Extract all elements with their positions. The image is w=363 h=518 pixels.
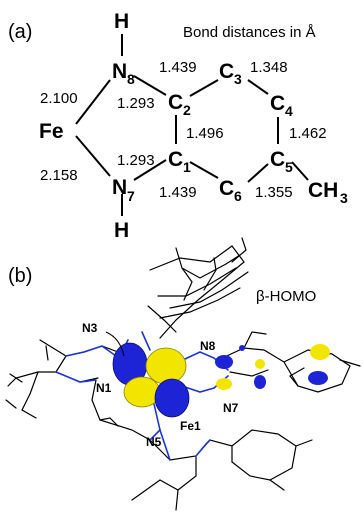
- bond-c5-ch3: [291, 161, 309, 181]
- svg-text:6: 6: [234, 188, 242, 204]
- svg-text:7: 7: [127, 188, 135, 204]
- svg-text:N: N: [112, 176, 127, 199]
- svg-text:3: 3: [234, 71, 242, 87]
- distance-c1-c2: 1.496: [186, 125, 224, 142]
- atom-n7: N 7: [112, 176, 135, 204]
- orbital-lobe-yellow-ring-b: [310, 344, 330, 360]
- label-n7: N7: [223, 401, 239, 415]
- label-n8: N8: [200, 339, 216, 353]
- orbital-lobe-blue-ring-a: [254, 375, 266, 389]
- bond-c6-c5: [247, 163, 269, 183]
- distance-c2-c3: 1.439: [159, 59, 197, 76]
- bond-c2-c3: [189, 79, 219, 97]
- distance-c1-c6: 1.439: [159, 184, 197, 201]
- panel-b-label: (b): [8, 265, 32, 287]
- distance-n7-c1: 1.293: [117, 152, 155, 169]
- distance-c3-c4: 1.348: [250, 59, 288, 76]
- bond-n8-c2: [133, 75, 167, 96]
- svg-text:C: C: [270, 92, 285, 115]
- label-n1: N1: [96, 381, 112, 395]
- atom-n8: N 8: [112, 60, 135, 87]
- bond-fe-n7: [75, 135, 111, 177]
- orbital-lobe-yellow-lower-left: [123, 376, 161, 408]
- orbital-lobe-blue-lower-right: [154, 378, 190, 418]
- bond-n7-c1: [133, 159, 167, 181]
- distance-fe-n8: 2.100: [40, 90, 78, 107]
- distance-c4-c5: 1.462: [289, 125, 327, 142]
- atom-c1: C 1: [168, 148, 191, 175]
- label-n5: N5: [146, 435, 162, 449]
- bond-c3-c4: [247, 79, 269, 95]
- n3-leader-line: [105, 331, 125, 357]
- orbital-lobe-blue-ring-b: [308, 371, 328, 385]
- distance-fe-n7: 2.158: [40, 167, 78, 184]
- orbital-lobe-yellow-upper-right: [145, 347, 187, 385]
- orbital-lobes: [112, 342, 330, 418]
- wireframe-structure: [5, 237, 361, 511]
- svg-text:3: 3: [340, 190, 348, 206]
- label-fe1: Fe1: [180, 419, 201, 433]
- molecule-bonds: [75, 34, 309, 216]
- orbital-label: β-HOMO: [256, 288, 316, 305]
- svg-text:4: 4: [285, 103, 293, 119]
- atom-c3: C 3: [219, 60, 242, 87]
- atom-ch3: CH 3: [308, 179, 348, 206]
- orbital-lobe-yellow-ring-a: [255, 359, 265, 369]
- distance-n8-c2: 1.293: [117, 95, 155, 112]
- atom-h-bottom: H: [114, 219, 129, 242]
- svg-text:1: 1: [183, 159, 191, 175]
- bond-fe-n8: [75, 79, 111, 125]
- bond-c1-c6: [189, 161, 219, 179]
- svg-text:2: 2: [183, 102, 191, 118]
- svg-text:C: C: [270, 148, 285, 171]
- label-n3: N3: [82, 321, 98, 335]
- bond-distance-header: Bond distances in Å: [183, 24, 316, 41]
- svg-text:C: C: [168, 91, 183, 114]
- atom-c4: C 4: [270, 92, 293, 119]
- orbital-lobe-blue-small: [239, 345, 245, 351]
- orbital-lobe-yellow-n7: [216, 378, 232, 390]
- distance-c5-c6: 1.355: [255, 184, 293, 201]
- atom-c5: C 5: [270, 148, 293, 175]
- atom-c6: C 6: [219, 177, 242, 204]
- atom-c2: C 2: [168, 91, 191, 118]
- atom-h-top: H: [114, 10, 129, 33]
- svg-text:5: 5: [285, 159, 293, 175]
- svg-text:8: 8: [127, 71, 135, 87]
- orbital-lobe-blue-n8: [215, 355, 233, 369]
- panel-a-label: (a): [8, 21, 32, 43]
- svg-text:C: C: [219, 60, 234, 83]
- atom-fe: Fe: [39, 120, 64, 143]
- svg-text:C: C: [168, 148, 183, 171]
- svg-text:N: N: [112, 60, 127, 83]
- svg-text:C: C: [219, 177, 234, 200]
- svg-text:CH: CH: [308, 179, 338, 202]
